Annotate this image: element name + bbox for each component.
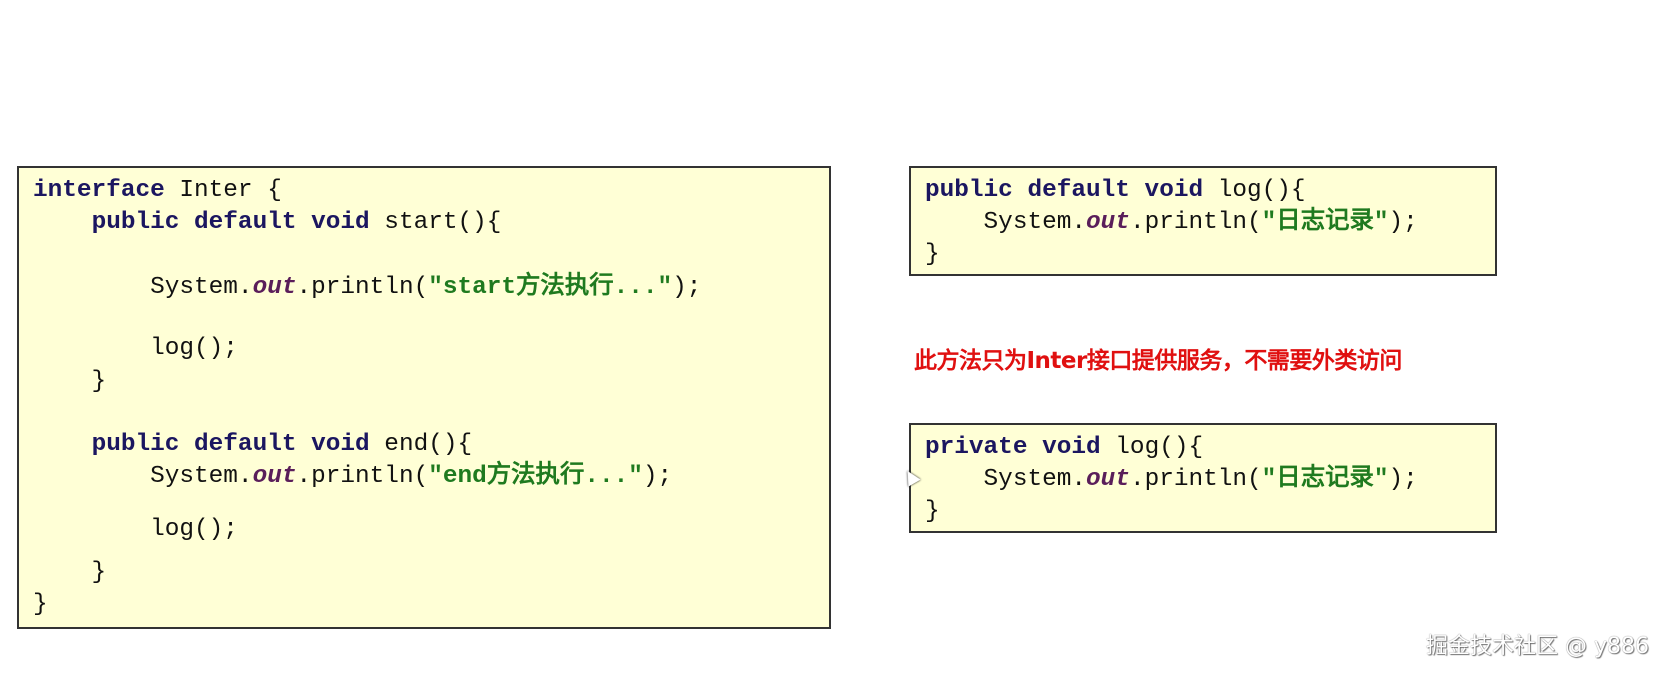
annotation-note: 此方法只为Inter接口提供服务，不需要外类访问 <box>914 348 1402 374</box>
code-token-kw: interface <box>33 177 165 204</box>
code-line: System.out.println("start方法执行..."); <box>33 272 701 304</box>
code-token-str: "start方法执行..." <box>428 274 673 301</box>
code-token-plain: } <box>33 559 107 586</box>
code-line: public default void end(){ <box>33 429 473 461</box>
code-token-out: out <box>252 463 297 490</box>
code-token-plain: } <box>33 368 107 395</box>
code-token-plain: System. <box>925 466 1087 493</box>
code-line: } <box>33 366 107 398</box>
code-token-plain <box>33 209 92 236</box>
code-token-out: out <box>1086 466 1130 493</box>
code-token-plain: Inter { <box>164 177 282 204</box>
code-token-plain: ); <box>642 463 673 490</box>
interface-inter-code-box: interface Inter { public default void st… <box>17 166 831 629</box>
code-token-plain: ); <box>1388 209 1418 236</box>
default-log-code-box: public default void log(){ System.out.pr… <box>909 166 1497 276</box>
code-line: interface Inter { <box>33 175 282 207</box>
code-line: } <box>925 496 940 528</box>
code-token-plain: } <box>33 591 48 618</box>
code-token-plain: } <box>925 498 940 525</box>
watermark: 掘金技术社区 @ y886 <box>1426 634 1649 659</box>
code-token-plain: System. <box>33 463 253 490</box>
code-line: public default void log(){ <box>925 175 1306 207</box>
code-line: public default void start(){ <box>33 207 502 239</box>
code-token-out: out <box>1086 209 1130 236</box>
code-line: log(); <box>33 333 238 365</box>
code-token-str: "日志记录" <box>1261 466 1389 493</box>
code-token-plain: .println( <box>296 274 429 301</box>
code-token-plain: System. <box>33 274 253 301</box>
code-line: } <box>33 557 107 589</box>
code-line: log(); <box>33 514 238 546</box>
code-token-kw: public default void <box>91 431 370 458</box>
code-token-plain: } <box>925 241 940 268</box>
code-line: } <box>33 589 48 621</box>
code-token-kw: public default void <box>925 177 1204 204</box>
code-line: System.out.println("日志记录"); <box>925 464 1418 496</box>
code-token-kw: private void <box>925 434 1101 461</box>
private-log-code-box: private void log(){ System.out.println("… <box>909 423 1497 533</box>
code-token-plain <box>33 431 92 458</box>
code-token-plain: .println( <box>1129 466 1262 493</box>
code-token-plain: ); <box>672 274 702 301</box>
code-token-out: out <box>252 274 297 301</box>
code-line: } <box>925 239 940 271</box>
code-token-plain: start(){ <box>369 209 502 236</box>
code-token-plain: System. <box>925 209 1087 236</box>
code-token-plain: .println( <box>1129 209 1262 236</box>
code-token-plain: log(){ <box>1100 434 1204 461</box>
code-token-plain: log(); <box>33 335 238 362</box>
code-token-str: "end方法执行..." <box>428 463 643 490</box>
code-line: System.out.println("end方法执行..."); <box>33 461 672 493</box>
code-token-plain: ); <box>1388 466 1418 493</box>
code-token-plain: .println( <box>296 463 429 490</box>
code-token-plain: log(); <box>33 516 238 543</box>
code-token-str: "日志记录" <box>1261 209 1389 236</box>
code-line: private void log(){ <box>925 432 1203 464</box>
code-token-plain: end(){ <box>369 431 473 458</box>
code-token-plain: log(){ <box>1203 177 1306 204</box>
code-line: System.out.println("日志记录"); <box>925 207 1418 239</box>
code-token-kw: public default void <box>91 209 370 236</box>
